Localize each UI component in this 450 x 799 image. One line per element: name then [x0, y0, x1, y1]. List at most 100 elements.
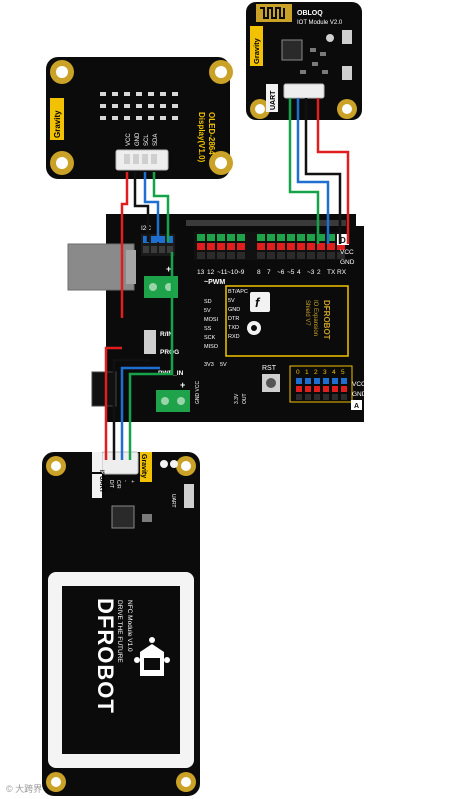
- gnd-vcc-label: GND VCC: [195, 381, 201, 404]
- prog-switch: [144, 330, 156, 354]
- oled-mount-hole-tr: [209, 60, 233, 84]
- xbee-label: BT/APC: [228, 289, 248, 295]
- out-label-2: OUT: [242, 393, 248, 404]
- analog-pin: [323, 386, 329, 392]
- nfc-mount-hole-br: [176, 772, 196, 792]
- analog-pin: [332, 394, 338, 400]
- digital-letter-text: D: [340, 236, 346, 245]
- oled-module: Gravity VCC GND SCL SDA OLED-2864 Displa…: [46, 57, 233, 179]
- usb-connector: [67, 243, 135, 291]
- obloq-chip: [281, 39, 303, 61]
- digital-pin-1-6: [267, 243, 275, 250]
- i2c-pin: [167, 246, 173, 253]
- digital-pin-1-3: [227, 243, 235, 250]
- wire-oled-sda: [152, 172, 170, 242]
- digital-pin-label: ~6: [277, 269, 285, 276]
- i2c-header: [141, 234, 175, 256]
- oled-pin-vcc: VCC: [126, 133, 132, 146]
- digital-pin-0-5: [257, 234, 265, 241]
- screw-terminal-bottom: +: [156, 380, 190, 412]
- digital-pin-1-4: [237, 243, 245, 250]
- v33-label: 3V3: [204, 362, 214, 368]
- digital-pin-1-8: [287, 243, 295, 250]
- spi-label: MOSI: [204, 317, 219, 323]
- obloq-gravity-label: Gravity: [252, 37, 261, 64]
- svg-text:+: +: [166, 264, 171, 274]
- nfc-switch-label: UART: [170, 494, 176, 508]
- digital-pin-2-8: [287, 252, 295, 259]
- digital-pin-1-2: [217, 243, 225, 250]
- analog-outline: [289, 365, 353, 403]
- nfc-gravity-label: Gravity: [140, 454, 147, 478]
- i2c-pin: [143, 246, 149, 253]
- wire-nfc-red: [104, 346, 122, 460]
- shield-model-line1: IO Expansion: [312, 300, 318, 336]
- digital-pin-rows: [197, 234, 345, 259]
- robot-icon: [134, 637, 170, 676]
- analog-pin: [305, 378, 311, 384]
- oled-mount-hole-bl: [50, 151, 74, 175]
- obloq-led: [326, 34, 334, 42]
- oled-title-line2: Display(V1.0): [197, 112, 206, 163]
- analog-letter: A: [354, 403, 359, 410]
- xbee-label: TXD: [228, 325, 239, 331]
- nfc-pin-label-3: -: [122, 480, 128, 482]
- digital-pin-label: 2: [317, 269, 321, 276]
- nfc-mount-hole-tr: [176, 456, 196, 476]
- analog-pin-block: [289, 365, 353, 403]
- digital-pin-label: ~9: [237, 269, 245, 276]
- digital-pin-2-11: [317, 252, 325, 259]
- nfc-mount-hole-bl: [46, 772, 66, 792]
- obloq-components: [300, 48, 328, 74]
- analog-pin: [323, 394, 329, 400]
- wire-obloq-blue: [296, 98, 330, 244]
- analog-pin-label: 3: [323, 369, 327, 376]
- digital-pin-0-2: [217, 234, 225, 241]
- digital-pin-0-7: [277, 234, 285, 241]
- wire-nfc-green: [128, 252, 174, 460]
- digital-pin-0-1: [207, 234, 215, 241]
- dfrobot-logo-glyph: f: [255, 295, 261, 310]
- digital-pin-2-13: [337, 252, 345, 259]
- digital-pin-1-9: [297, 243, 305, 250]
- analog-pin: [341, 386, 347, 392]
- wire-obloq-black: [304, 98, 342, 244]
- obloq-gravity-tag: [250, 26, 263, 66]
- xbee-outline: [225, 285, 349, 357]
- analog-pin: [341, 378, 347, 384]
- analog-pin: [305, 386, 311, 392]
- nfc-brand: DFROBOT: [93, 598, 118, 714]
- analog-pin-label: 5: [341, 369, 345, 376]
- nfc-pin-label-2: C/R: [115, 480, 121, 489]
- obloq-uart-label: UART: [270, 90, 277, 110]
- digital-pin-label: TX: [327, 269, 336, 276]
- analog-pin: [296, 394, 302, 400]
- rst-label: RST: [262, 365, 277, 372]
- digital-pin-0-11: [317, 234, 325, 241]
- nfc-tagline: DRIVE THE FUTURE: [116, 600, 123, 663]
- digital-pin-2-7: [277, 252, 285, 259]
- analog-pin: [323, 378, 329, 384]
- i2c-pin: [151, 246, 157, 253]
- i2c-pin: [167, 236, 173, 243]
- wire-obloq-red: [316, 98, 350, 244]
- analog-pin: [296, 378, 302, 384]
- shield-brand: DFROBOT: [322, 300, 331, 340]
- digital-pin-2-0: [197, 252, 205, 259]
- nfc-pin-label-1: D/T: [108, 480, 114, 488]
- oled-mount-hole-br: [209, 151, 233, 175]
- analog-pin: [332, 378, 338, 384]
- digital-pin-2-9: [297, 252, 305, 259]
- spi-label: SCK: [204, 335, 216, 341]
- spi-label: MISO: [204, 344, 219, 350]
- digital-pin-2-5: [257, 252, 265, 259]
- digital-letter-box: [337, 234, 349, 245]
- pwm-label: ~PWM: [204, 279, 225, 286]
- watermark: © 大跨界: [6, 784, 43, 794]
- nfc-pin-label-4: +: [129, 480, 135, 483]
- digital-pin-label: ~5: [287, 269, 295, 276]
